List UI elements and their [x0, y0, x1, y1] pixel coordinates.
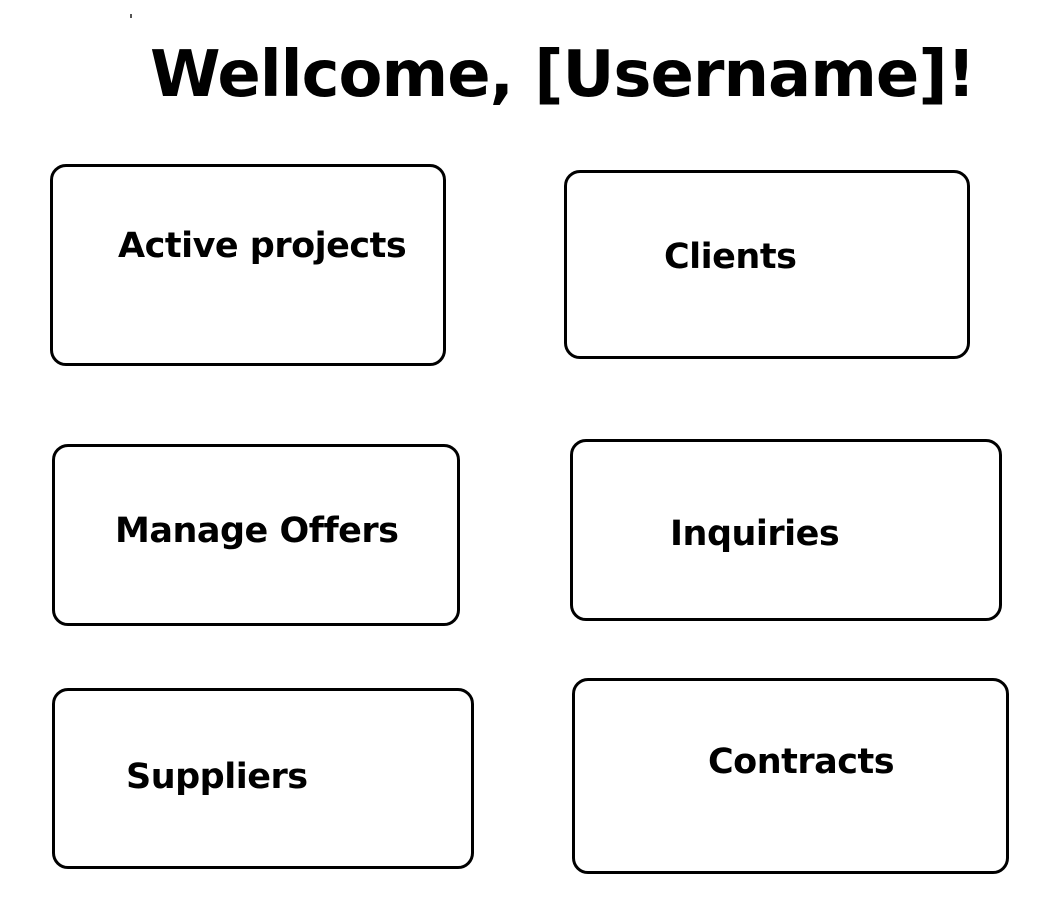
- tile-manage-offers[interactable]: Manage Offers: [52, 444, 460, 626]
- tile-inquiries[interactable]: Inquiries: [570, 439, 1002, 621]
- tile-clients[interactable]: Clients: [564, 170, 970, 359]
- tile-label: Clients: [664, 237, 797, 277]
- page-title: Wellcome, [Username]!: [150, 38, 976, 112]
- tile-label: Active projects: [118, 226, 407, 266]
- tile-suppliers[interactable]: Suppliers: [52, 688, 474, 869]
- tile-active-projects[interactable]: Active projects: [50, 164, 446, 366]
- tile-label: Contracts: [708, 742, 895, 782]
- tile-contracts[interactable]: Contracts: [572, 678, 1009, 874]
- tile-label: Suppliers: [126, 757, 308, 797]
- tile-label: Manage Offers: [115, 511, 399, 551]
- tile-label: Inquiries: [670, 514, 840, 554]
- stray-mark: [130, 14, 132, 18]
